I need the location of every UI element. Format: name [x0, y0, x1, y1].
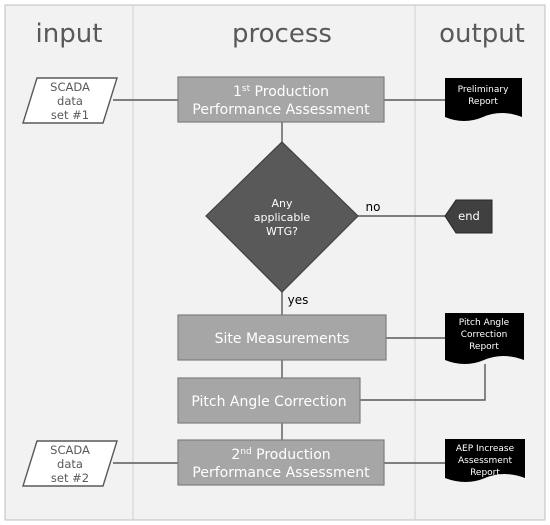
process-box	[177, 439, 385, 486]
decision-line1: Any	[271, 197, 292, 210]
process-box	[177, 314, 387, 361]
column-header-input: input	[36, 19, 103, 49]
aep-report-line2: Assessment	[458, 456, 512, 466]
document-shape	[445, 78, 522, 121]
pitch-report-line2: Correction	[461, 330, 508, 340]
pitch-angle-correction-label: Pitch Angle Correction	[191, 394, 346, 410]
input-scada-set-2: SCADA data set #2	[22, 440, 118, 487]
scada2-line1: SCADA	[50, 443, 90, 457]
process-box	[177, 377, 361, 424]
end-shape	[444, 199, 493, 234]
scada1-line2: data	[57, 94, 83, 108]
connector-lines	[113, 99, 486, 464]
decision-line3: WTG?	[266, 225, 298, 238]
scada2-line2: data	[57, 457, 83, 471]
output-aep-increase-assessment-report: AEP Increase Assessment Report	[445, 439, 525, 482]
column-header-output: output	[439, 19, 525, 49]
decision-any-applicable-wtg: Any applicable WTG?	[205, 141, 359, 293]
parallelogram-shape	[22, 440, 118, 487]
output-pitch-angle-correction-report: Pitch Angle Correction Report	[445, 313, 524, 364]
preliminary-report-line1: Preliminary	[458, 85, 509, 95]
end-terminator: end	[444, 199, 493, 234]
column-header-process: process	[232, 19, 332, 49]
process-step-1: 1st Production Performance Assessment	[177, 76, 385, 123]
document-shape	[445, 313, 524, 364]
decision-no-label: no	[366, 200, 381, 214]
decision-yes-label: yes	[288, 293, 309, 307]
step1-line1: 1st Production	[233, 84, 329, 100]
process-box	[177, 76, 385, 123]
pitch-report-line3: Report	[469, 342, 499, 352]
connector-pitchreport-pitch	[360, 364, 486, 401]
end-label: end	[458, 209, 480, 223]
process-site-measurements: Site Measurements	[177, 314, 387, 361]
scada1-line1: SCADA	[50, 80, 90, 94]
input-scada-set-1: SCADA data set #1	[22, 77, 118, 124]
step1-line2: Performance Assessment	[192, 102, 370, 118]
output-preliminary-report: Preliminary Report	[445, 78, 522, 121]
step2-line2: Performance Assessment	[192, 465, 370, 481]
process-step-2: 2nd Production Performance Assessment	[177, 439, 385, 486]
aep-report-line3: Report	[470, 468, 500, 478]
process-pitch-angle-correction: Pitch Angle Correction	[177, 377, 361, 424]
decision-diamond	[205, 141, 359, 293]
pitch-report-line1: Pitch Angle	[459, 318, 510, 328]
scada1-line3: set #1	[51, 108, 89, 122]
document-shape	[445, 439, 525, 482]
aep-report-line1: AEP Increase	[456, 444, 515, 454]
step2-line1: 2nd Production	[231, 447, 330, 463]
decision-line2: applicable	[254, 211, 311, 224]
scada2-line3: set #2	[51, 471, 89, 485]
preliminary-report-line2: Report	[468, 97, 498, 107]
parallelogram-shape	[22, 77, 118, 124]
site-measurements-label: Site Measurements	[215, 331, 350, 347]
